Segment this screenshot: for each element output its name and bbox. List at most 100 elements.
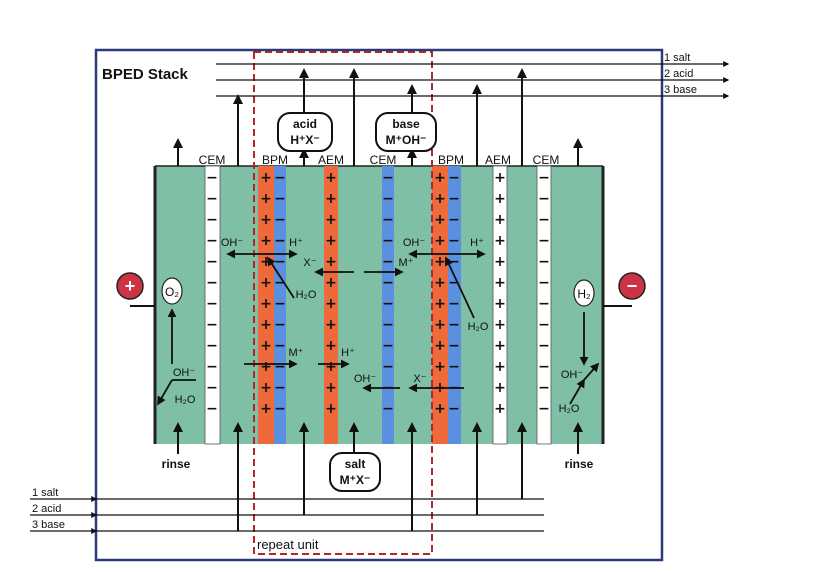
aem-right-sign: +	[494, 317, 506, 333]
bpm-right-anion-sign: −	[448, 338, 460, 354]
cem-left-sign: −	[206, 170, 218, 186]
species-oh-bottom: OH⁻	[354, 373, 377, 385]
cem-left-sign: −	[206, 191, 218, 207]
aem-right-sign: +	[494, 296, 506, 312]
bpm-right-cation-sign: +	[434, 338, 446, 354]
o2-label: O₂	[165, 285, 179, 299]
species-h2o-cathode: H₂O	[559, 403, 580, 415]
bpm-left-cation-sign: +	[260, 170, 272, 186]
base-box-formula: M⁺OH⁻	[386, 133, 427, 147]
salt-box-name: salt	[345, 457, 366, 471]
aem-right-sign: +	[494, 338, 506, 354]
aem-left-sign: +	[325, 254, 337, 270]
cem-right-sign: −	[538, 275, 550, 291]
cem-right-sign: −	[538, 191, 550, 207]
aem-right-sign: +	[494, 359, 506, 375]
bpm-right-cation-sign: +	[434, 275, 446, 291]
bpm-left-cation-sign: +	[260, 359, 272, 375]
aem-left-sign: +	[325, 317, 337, 333]
aem-right-sign: +	[494, 275, 506, 291]
cem-mid-sign: −	[382, 359, 394, 375]
aem-right-sign: +	[494, 233, 506, 249]
anode-icon: +	[116, 272, 144, 300]
acid-box-formula: H⁺X⁻	[290, 133, 319, 147]
aem-right-sign: +	[494, 212, 506, 228]
acid-box: acid H⁺X⁻	[277, 112, 333, 152]
output-label-acid: 2 acid	[664, 68, 693, 80]
species-h-right: H⁺	[470, 237, 484, 249]
label-aem-left: AEM	[318, 153, 344, 167]
bpm-left-cation-sign: +	[260, 401, 272, 417]
cem-mid-sign: −	[382, 317, 394, 333]
input-label-salt: 1 salt	[32, 487, 58, 499]
base-box-name: base	[392, 117, 420, 131]
membrane-charges: −−−−−−−−−−−−++++++++++++−−−−−−−−−−−−++++…	[206, 170, 550, 417]
bpm-left-anion-sign: −	[274, 191, 286, 207]
cem-mid-sign: −	[382, 401, 394, 417]
h2-label: H₂	[577, 287, 591, 301]
cem-right-sign: −	[538, 359, 550, 375]
species-h2o-left: H₂O	[296, 289, 317, 301]
cem-mid-sign: −	[382, 191, 394, 207]
bpm-left-anion-sign: −	[274, 296, 286, 312]
aem-right-sign: +	[494, 191, 506, 207]
cem-left-sign: −	[206, 317, 218, 333]
bpm-left-cation-sign: +	[260, 233, 272, 249]
bpm-left-anion-sign: −	[274, 359, 286, 375]
bpm-right-cation-sign: +	[434, 296, 446, 312]
label-cem-mid: CEM	[370, 153, 397, 167]
output-lines	[216, 61, 730, 99]
output-label-base: 3 base	[664, 84, 697, 96]
flow-arrows	[173, 68, 583, 531]
aem-left-sign: +	[325, 338, 337, 354]
salt-box-formula: M⁺X⁻	[340, 473, 371, 487]
aem-left-sign: +	[325, 401, 337, 417]
bpm-right-anion-sign: −	[448, 275, 460, 291]
species-h2o-right: H₂O	[468, 321, 489, 333]
cell-compartments	[155, 166, 603, 444]
bpm-right-anion-sign: −	[448, 317, 460, 333]
species-h-bottom: H⁺	[341, 347, 355, 359]
aem-left-sign: +	[325, 212, 337, 228]
cem-membrane-left	[204, 165, 221, 445]
species-m-bottom: M⁺	[289, 347, 304, 359]
species-oh-anode: OH⁻	[173, 367, 196, 379]
bpm-right-cation-sign: +	[434, 212, 446, 228]
species-x-bottom: X⁻	[413, 373, 426, 385]
aem-left-sign: +	[325, 170, 337, 186]
cem-mid-sign: −	[382, 233, 394, 249]
species-h2o-anode: H₂O	[175, 394, 196, 406]
aem-membrane-left	[324, 166, 338, 444]
bpm-left-anion-sign: −	[274, 380, 286, 396]
bpm-left-cation-sign: +	[260, 380, 272, 396]
cem-mid-sign: −	[382, 296, 394, 312]
label-cem-right: CEM	[533, 153, 560, 167]
bpm-right-cation-sign: +	[434, 359, 446, 375]
bpm-left-anion-sign: −	[274, 233, 286, 249]
cem-right-sign: −	[538, 380, 550, 396]
species-oh-left: OH⁻	[221, 237, 244, 249]
cem-right-sign: −	[538, 170, 550, 186]
cem-left-sign: −	[206, 401, 218, 417]
stack-frame	[94, 48, 664, 562]
species-oh-cathode: OH⁻	[561, 369, 584, 381]
aem-right-sign: +	[494, 254, 506, 270]
acid-box-name: acid	[293, 117, 317, 131]
bpm-right-cation-sign: +	[434, 317, 446, 333]
bpm-right-cation-sign: +	[434, 401, 446, 417]
bpm-left-cation-sign: +	[260, 317, 272, 333]
bpm-left-anion-sign: −	[274, 254, 286, 270]
cem-right-sign: −	[538, 254, 550, 270]
cem-mid-sign: −	[382, 338, 394, 354]
aem-membrane-right	[492, 165, 508, 445]
cem-left-sign: −	[206, 275, 218, 291]
bpm-left-cation-sign: +	[260, 254, 272, 270]
aem-right-sign: +	[494, 170, 506, 186]
stack-title: BPED Stack	[102, 66, 189, 83]
bpm-left-anion-sign: −	[274, 212, 286, 228]
bpm-right-anion-sign: −	[448, 212, 460, 228]
input-label-base: 3 base	[32, 519, 65, 531]
aem-left-sign: +	[325, 296, 337, 312]
rinse-label-left: rinse	[162, 457, 191, 471]
